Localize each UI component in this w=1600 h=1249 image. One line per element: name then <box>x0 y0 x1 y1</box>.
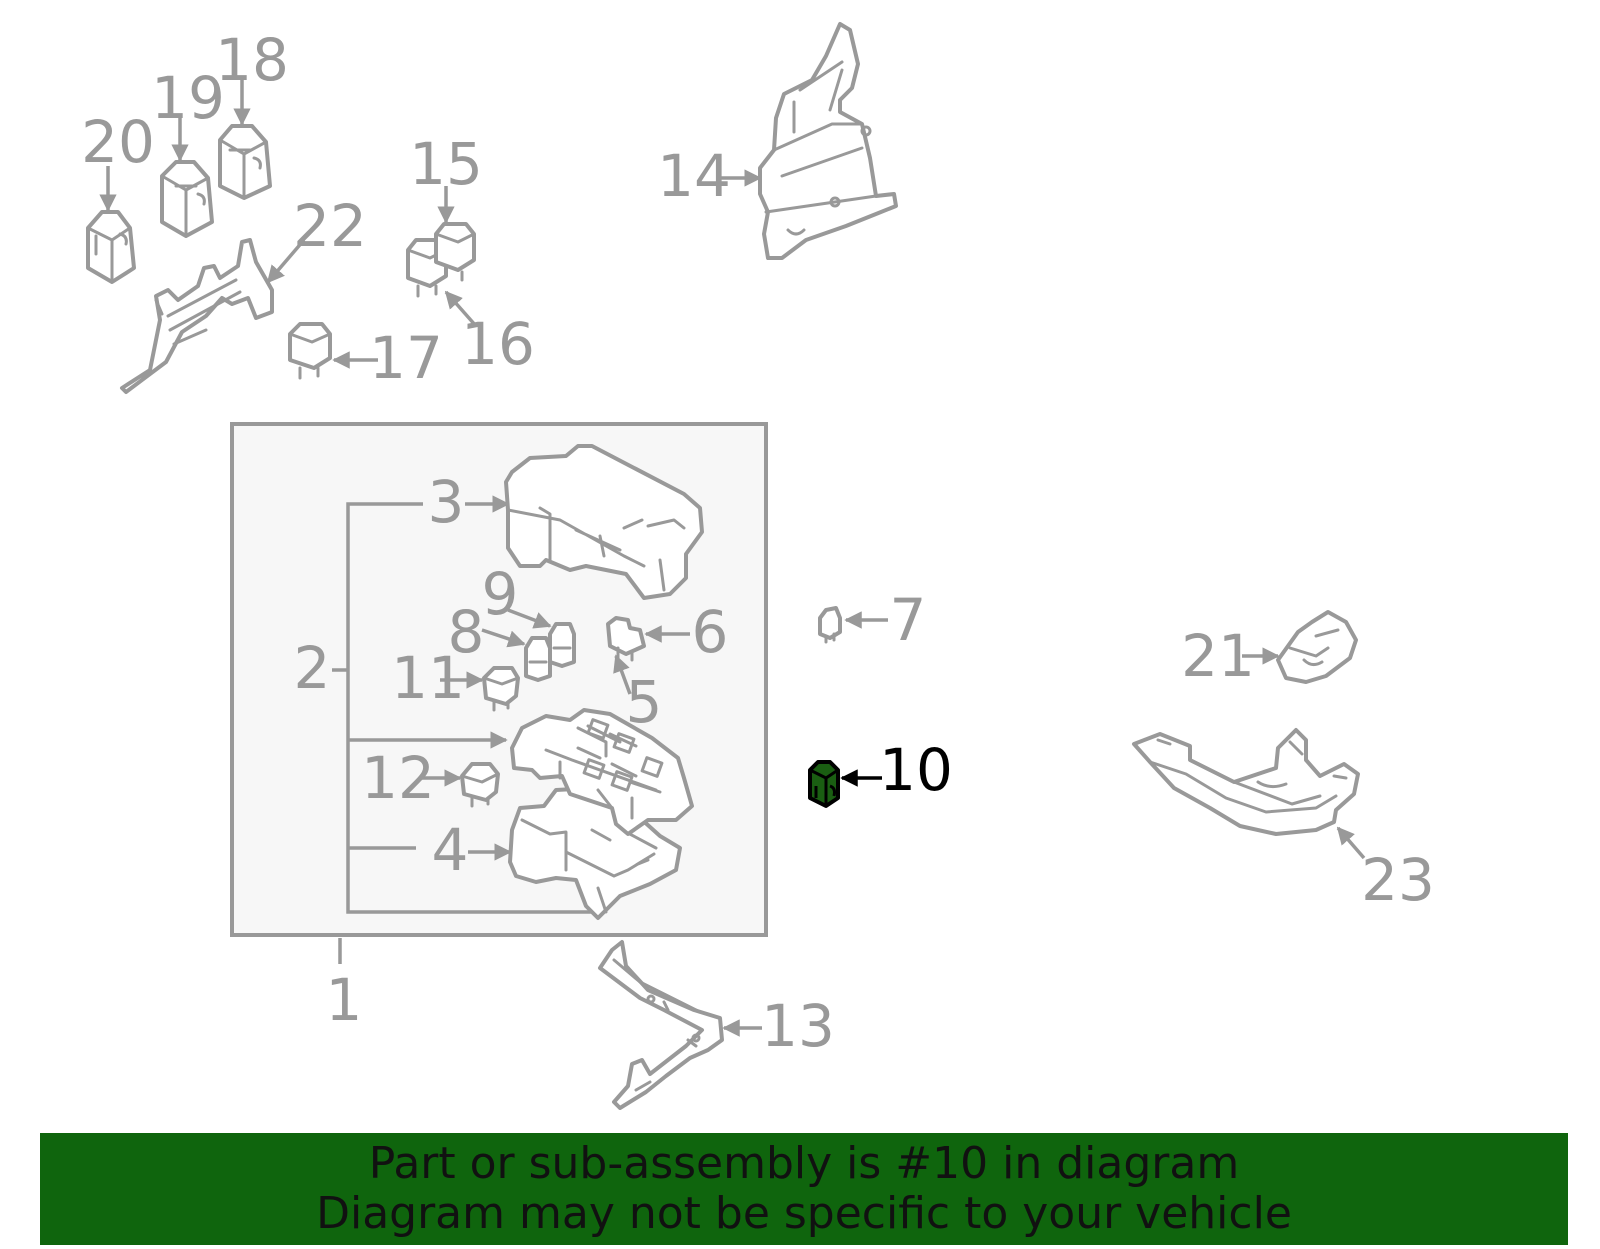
relay-part-17[interactable] <box>288 322 332 380</box>
callout-23: 23 <box>1361 846 1435 914</box>
callout-20: 20 <box>81 108 155 176</box>
callout-11: 11 <box>391 644 465 712</box>
relay-part-19[interactable] <box>160 160 214 238</box>
highlighted-fuse-part-10[interactable] <box>808 760 840 808</box>
callout-22: 22 <box>293 192 367 260</box>
callout-13: 13 <box>761 992 835 1060</box>
bracket-part-23[interactable] <box>1132 728 1360 836</box>
bracket-part-14[interactable] <box>758 22 898 260</box>
callout-12: 12 <box>361 744 435 812</box>
fuse-part-9[interactable] <box>548 622 576 668</box>
callout-9: 9 <box>482 560 519 628</box>
relay-part-20[interactable] <box>86 210 136 284</box>
fuse-block-body-part-2[interactable] <box>510 708 694 836</box>
callout-2: 2 <box>294 634 331 702</box>
fuse-part-7[interactable] <box>818 606 842 644</box>
callout-18: 18 <box>215 26 289 94</box>
callout-14: 14 <box>657 142 731 210</box>
clip-part-21[interactable] <box>1276 610 1358 684</box>
leader-lines <box>99 78 1366 1037</box>
fuse-box-cover-part-3[interactable] <box>504 444 704 600</box>
callout-6: 6 <box>692 598 729 666</box>
bracket-part-13[interactable] <box>598 940 724 1110</box>
callout-1: 1 <box>326 966 363 1034</box>
callout-15: 15 <box>409 130 483 198</box>
callout-19: 19 <box>151 64 225 132</box>
callout-16: 16 <box>461 310 535 378</box>
bracket-part-22[interactable] <box>120 238 274 394</box>
callout-7: 7 <box>890 586 927 654</box>
callout-10: 10 <box>879 736 953 804</box>
relay-part-11[interactable] <box>482 666 520 712</box>
callout-17: 17 <box>369 324 443 392</box>
callout-5: 5 <box>626 668 663 736</box>
banner-line-part-number: Part or sub-assembly is #10 in diagram <box>368 1138 1240 1189</box>
info-banner: Part or sub-assembly is #10 in diagram D… <box>40 1133 1568 1245</box>
callout-4: 4 <box>432 816 469 884</box>
callout-3: 3 <box>428 468 465 536</box>
callout-labels: 1 2 3 4 5 6 7 8 9 10 11 12 13 14 15 16 1… <box>81 26 1435 1060</box>
relay-part-12[interactable] <box>460 762 500 808</box>
banner-line-disclaimer: Diagram may not be specific to your vehi… <box>316 1188 1292 1239</box>
relay-part-15[interactable] <box>434 222 476 282</box>
callout-8: 8 <box>448 598 485 666</box>
fuse-part-8[interactable] <box>524 636 552 682</box>
callout-21: 21 <box>1181 622 1255 690</box>
relay-part-18[interactable] <box>218 124 272 200</box>
